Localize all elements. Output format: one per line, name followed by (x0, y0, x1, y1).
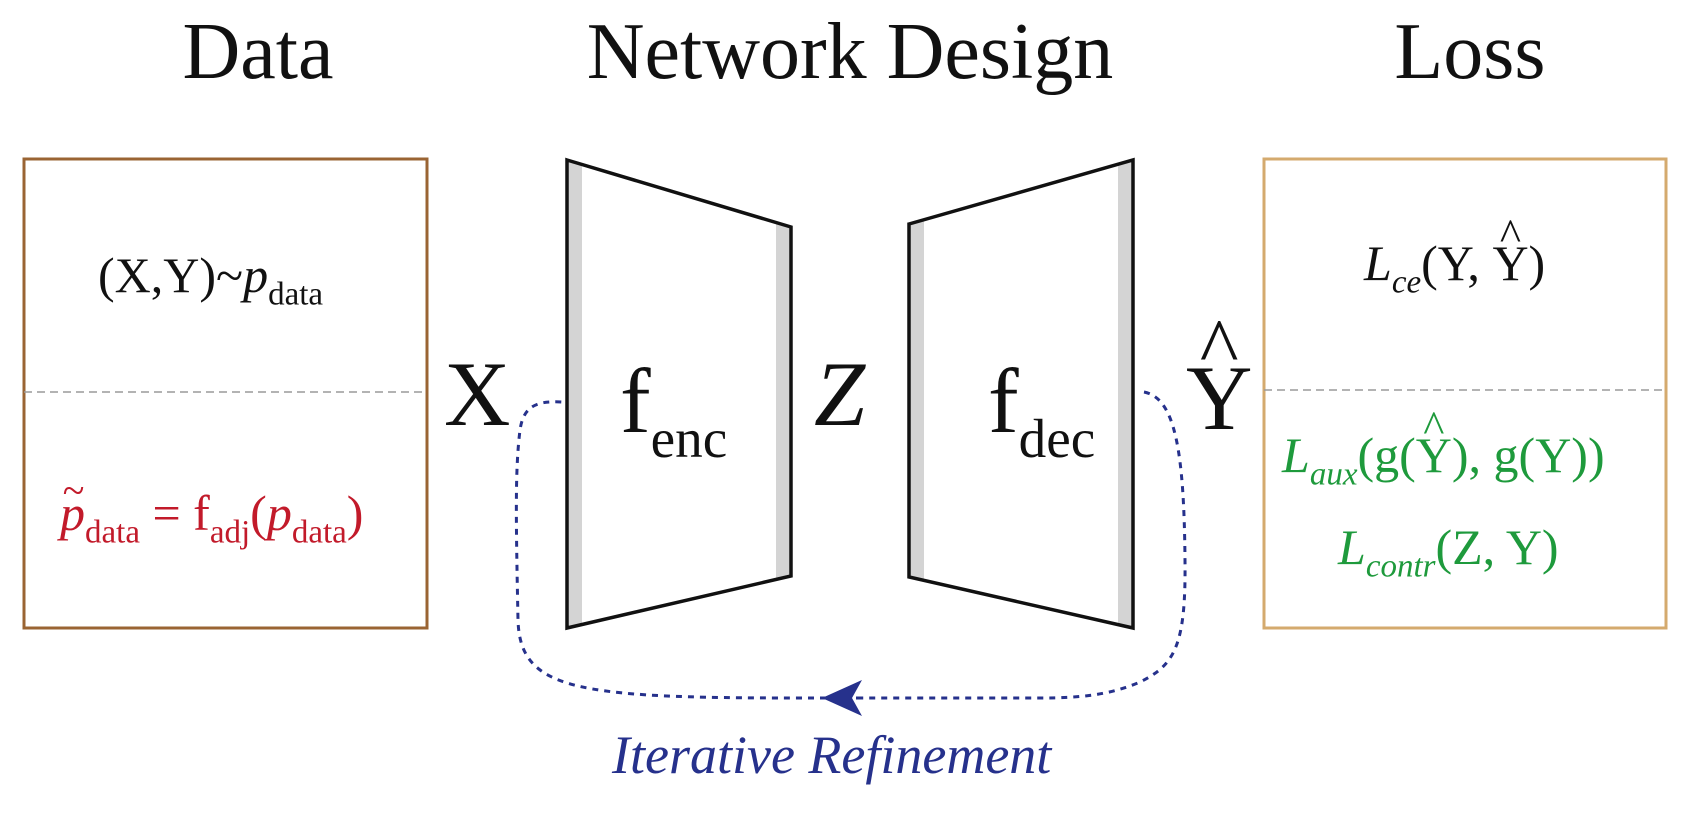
decoder-block (907, 157, 1135, 631)
sampling-data-sub: data (268, 276, 324, 313)
sampling-p: p (243, 247, 269, 303)
encoder-f: f (620, 350, 651, 452)
ce-args-open: (Y, (1421, 235, 1493, 291)
data-sampling-formula: (X,Y)~pdata (98, 247, 323, 311)
decoder-sub: dec (1018, 407, 1096, 469)
ce-sub: ce (1391, 264, 1422, 301)
adj-data-sub2: data (291, 514, 347, 551)
data-box (22, 157, 429, 630)
iterative-refinement-label: Iterative Refinement (612, 725, 1052, 785)
heading-network-design: Network Design (586, 8, 1114, 96)
adj-close: ) (346, 485, 364, 541)
adj-equals-f: = f (139, 485, 210, 541)
output-y: Y (1186, 347, 1253, 449)
contr-loss-formula: Lcontr(Z, Y) (1338, 519, 1559, 583)
output-hat: ^ (1199, 301, 1239, 394)
ce-L: L (1364, 235, 1392, 291)
ce-loss-formula: Lce(Y, ^Y) (1364, 213, 1546, 299)
heading-loss: Loss (1394, 8, 1546, 96)
adj-sub: adj (209, 514, 251, 551)
adj-data-sub: data (85, 514, 140, 551)
contr-sub: contr (1365, 548, 1436, 585)
adj-tilde: ~ (62, 468, 85, 514)
ce-close: ) (1528, 235, 1546, 291)
output-yhat-label: ^Y (1186, 306, 1252, 444)
contr-args: (Z, Y) (1435, 519, 1559, 575)
decoder-f: f (988, 350, 1019, 452)
decoder-label: fdec (988, 355, 1095, 466)
loss-box (1262, 157, 1668, 630)
aux-args-close: ), g(Y)) (1451, 427, 1605, 483)
aux-L: L (1282, 427, 1310, 483)
ce-hat: ^ (1499, 210, 1522, 261)
encoder-sub: enc (650, 407, 728, 469)
adj-p: p (60, 485, 85, 541)
encoder-label: fenc (620, 355, 727, 466)
encoder-block (565, 157, 793, 631)
ce-hat-y: Y (1492, 235, 1529, 291)
aux-loss-formula: Laux(g(^Y), g(Y)) (1282, 405, 1605, 491)
data-adjustment-formula: ~pdata = fadj(pdata) (60, 471, 364, 549)
aux-hat: ^ (1423, 402, 1445, 453)
aux-args-open: (g( (1357, 427, 1416, 483)
aux-sub: aux (1309, 456, 1358, 493)
sampling-prefix: (X,Y)~ (98, 247, 244, 303)
refinement-arrow (514, 390, 1187, 716)
adj-open: ( (250, 485, 267, 541)
aux-hat-y: Y (1415, 427, 1452, 483)
input-x-label: X (444, 343, 511, 445)
heading-data: Data (182, 8, 334, 96)
adj-p2: p (266, 485, 292, 541)
contr-L: L (1338, 519, 1366, 575)
latent-z-label: Z (814, 343, 866, 445)
